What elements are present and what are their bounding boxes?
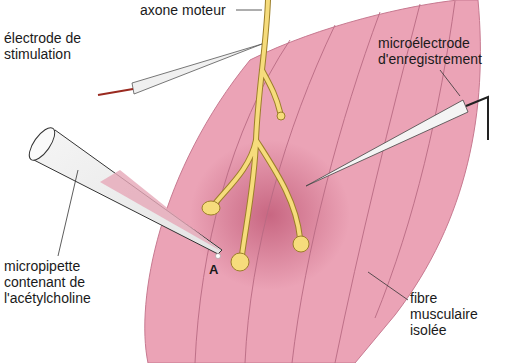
point-label: A	[209, 262, 229, 278]
fibre-label: fibre musculaire isolée	[410, 290, 505, 338]
stimulation-electrode	[98, 44, 262, 95]
axon-label: axone moteur	[140, 2, 235, 18]
electrode-label: électrode de stimulation	[4, 30, 99, 62]
electrode-label: microélectrode d'enregistrement	[378, 35, 503, 67]
recording-microelectrode	[306, 97, 488, 186]
pipette-label: micropipette contenant de l'acétylcholin…	[4, 258, 109, 306]
motor-axon	[214, 0, 300, 255]
micropipette	[25, 124, 222, 259]
